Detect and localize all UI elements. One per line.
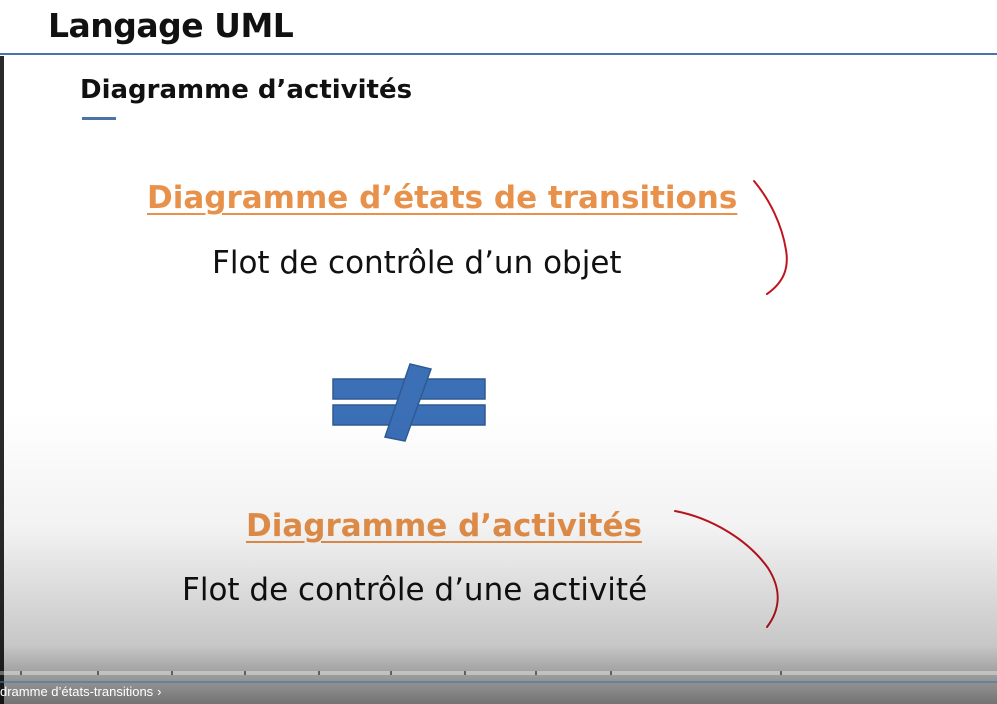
chapter-marker (535, 671, 537, 675)
slide-title: Langage UML (48, 6, 294, 45)
player-controls: dramme d’états-transitions› (0, 680, 997, 704)
slide-footer-divider (0, 681, 997, 683)
bracket-annotation-bottom (674, 510, 779, 628)
subtitle-accent (82, 117, 116, 120)
heading-state-diagram: Diagramme d’états de transitions (147, 180, 738, 216)
bracket-annotation-top (753, 180, 788, 295)
chapter-marker (318, 671, 320, 675)
chapter-marker (780, 671, 782, 675)
title-divider (0, 53, 997, 55)
state-diagram-description: Flot de contrôle d’un objet (212, 245, 622, 281)
chapter-title-label: dramme d’états-transitions (0, 684, 154, 699)
activity-diagram-description: Flot de contrôle d’une activité (182, 572, 648, 608)
chapter-marker (390, 671, 392, 675)
chapter-marker (20, 671, 22, 675)
heading-activity-diagram: Diagramme d’activités (246, 508, 642, 544)
chapter-marker (610, 671, 612, 675)
chapter-marker (97, 671, 99, 675)
chapter-marker (244, 671, 246, 675)
chapter-title-button[interactable]: dramme d’états-transitions› (0, 684, 162, 699)
slide-left-border (0, 0, 4, 704)
video-progress-bar[interactable] (0, 671, 997, 675)
slide-title-bar: Langage UML (0, 0, 997, 56)
chapter-marker (464, 671, 466, 675)
chapter-marker (171, 671, 173, 675)
slide-subtitle: Diagramme d’activités (80, 75, 413, 105)
chevron-right-icon: › (157, 684, 162, 699)
